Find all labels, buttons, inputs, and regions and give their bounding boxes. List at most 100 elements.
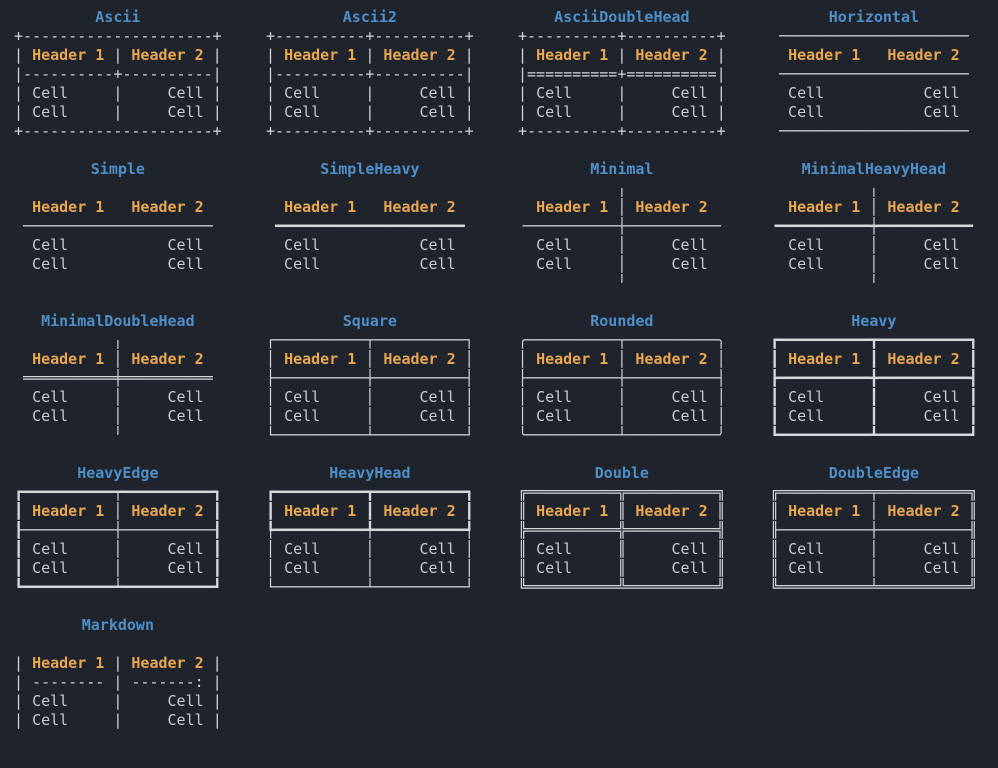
cell-text: Cell — [122, 559, 213, 577]
table-panel-horizontal: Horizontal ───────────────────── Header … — [770, 8, 978, 160]
table-panel-square: Square ┌──────────┬──────────┐│ Header 1… — [266, 312, 474, 464]
border-chars: | — [113, 692, 123, 710]
box-line: ╵ — [14, 426, 222, 445]
border-chars: | — [464, 103, 474, 121]
box-line: ├──────────┼──────────┤ — [266, 369, 474, 388]
border-chars: ┃ — [770, 350, 789, 368]
box-line: Cell │ Cell — [518, 255, 726, 274]
border-chars: +----------+----------+ — [518, 27, 726, 45]
box-line: │ Header 1 │ Header 2 │ — [266, 350, 474, 369]
cell-text: Cell — [284, 103, 366, 121]
header-text: Header 1 — [32, 654, 105, 672]
border-chars: | — [707, 46, 726, 64]
border-chars: │ — [464, 407, 474, 425]
border-chars: │ — [266, 540, 285, 558]
box-line — [266, 179, 474, 198]
border-chars: │ — [455, 350, 474, 368]
border-chars — [860, 46, 887, 64]
border-chars: ───────────────────── — [770, 122, 978, 140]
border-chars: | — [464, 84, 474, 102]
box-line: | Header 1 | Header 2 | — [14, 654, 222, 673]
cell-text: Cell — [626, 103, 717, 121]
border-chars: | — [113, 84, 123, 102]
cell-text: Cell — [374, 407, 465, 425]
box-line: │ Cell │ Cell │ — [266, 388, 474, 407]
border-chars: | — [113, 103, 123, 121]
table-panel-rounded: Rounded ╭──────────┬──────────╮│ Header … — [518, 312, 726, 464]
box-line: | -------- | -------: | — [14, 673, 222, 692]
table-box-art: ╷ Header 1 │ Header 2 ══════════╪═══════… — [14, 331, 222, 445]
table-panel-heavyedge: HeavyEdge ┏━━━━━━━━━━┯━━━━━━━━━━┓┃ Heade… — [14, 464, 222, 616]
border-chars: | — [518, 46, 537, 64]
box-line: | Cell | Cell | — [518, 103, 726, 122]
table-title: AsciiDoubleHead — [554, 8, 690, 26]
table-box-art: ╔══════════╤══════════╗║ Header 1 │ Head… — [770, 483, 978, 597]
box-line: ╚══════════╩══════════╝ — [518, 578, 726, 597]
box-line: Cell Cell — [14, 255, 222, 274]
border-chars — [14, 407, 32, 425]
border-chars — [14, 388, 32, 406]
border-chars: ┏━━━━━━━━━━┳━━━━━━━━━━┓ — [266, 483, 474, 501]
border-chars: ══════════╪══════════ — [14, 369, 222, 387]
box-line: ┏━━━━━━━━━━┯━━━━━━━━━━┓ — [14, 483, 222, 502]
border-chars: ├──────────┼──────────┤ — [518, 369, 726, 387]
header-text: Header 2 — [131, 654, 204, 672]
border-chars — [14, 730, 222, 748]
border-chars: ┃ — [14, 502, 33, 520]
box-line: +---------------------+ — [14, 27, 222, 46]
box-line: └──────────┴──────────┘ — [266, 578, 474, 597]
box-line: | Cell | Cell | — [266, 103, 474, 122]
table-box-art: ┏━━━━━━━━━━┯━━━━━━━━━━┓┃ Header 1 │ Head… — [14, 483, 222, 597]
box-line: ╷ — [770, 179, 978, 198]
border-chars: │ — [266, 388, 285, 406]
header-text: Header 2 — [635, 350, 708, 368]
box-line: Cell │ Cell — [14, 388, 222, 407]
box-line — [266, 274, 474, 293]
border-chars: │ — [617, 407, 627, 425]
border-chars: ╠══════════╬══════════╣ — [518, 521, 726, 539]
header-text: Header 2 — [635, 46, 708, 64]
table-panel-asciidoublehead: AsciiDoubleHead +----------+----------+|… — [518, 8, 726, 160]
border-chars — [266, 274, 474, 292]
header-text: Header 2 — [383, 502, 456, 520]
border-chars: ║ — [617, 540, 627, 558]
border-chars — [770, 236, 788, 254]
border-chars: │ — [608, 350, 636, 368]
border-chars — [770, 198, 788, 216]
cell-text: Cell — [788, 388, 870, 406]
table-box-art: ╭──────────┬──────────╮│ Header 1 │ Head… — [518, 331, 726, 445]
box-line: Cell Cell — [770, 103, 978, 122]
border-chars: │ — [716, 388, 726, 406]
border-chars: | -------- | -------: | — [14, 673, 222, 691]
border-chars: ┃ — [14, 559, 33, 577]
header-text: Header 2 — [635, 502, 708, 520]
border-chars: ╶──────────┼──────────╴ — [518, 217, 726, 235]
border-chars: ┃ — [356, 502, 384, 520]
table-box-art: ┏━━━━━━━━━━┳━━━━━━━━━━┓┃ Header 1 ┃ Head… — [266, 483, 474, 597]
border-chars: │ — [869, 559, 879, 577]
cell-text: Cell — [878, 236, 969, 254]
table-title: Square — [342, 312, 397, 330]
box-line: | Cell | Cell | — [518, 84, 726, 103]
cell-text: Cell — [788, 236, 870, 254]
header-text: Header 1 — [788, 350, 861, 368]
border-chars — [213, 407, 222, 425]
cell-text: Cell — [374, 559, 465, 577]
cell-text: Cell — [374, 84, 465, 102]
border-chars — [518, 236, 536, 254]
box-line: │ Header 1 │ Header 2 │ — [518, 350, 726, 369]
border-chars: │ — [707, 350, 726, 368]
border-chars: ┃ — [266, 502, 285, 520]
box-line: +---------------------+ — [14, 122, 222, 141]
border-chars: ║ — [518, 540, 537, 558]
box-line: ┃ Header 1 ┃ Header 2 ┃ — [266, 502, 474, 521]
box-line: │ Cell │ Cell │ — [518, 407, 726, 426]
border-chars: | — [365, 84, 375, 102]
box-line: Cell │ Cell — [770, 236, 978, 255]
border-chars: │ — [113, 407, 123, 425]
cell-text: Cell — [374, 388, 465, 406]
border-chars — [266, 198, 284, 216]
table-title: Markdown — [81, 616, 154, 634]
border-chars: ┗━━━━━━━━━━┻━━━━━━━━━━┛ — [770, 426, 978, 444]
border-chars: ╔══════════╦══════════╗ — [518, 483, 726, 501]
